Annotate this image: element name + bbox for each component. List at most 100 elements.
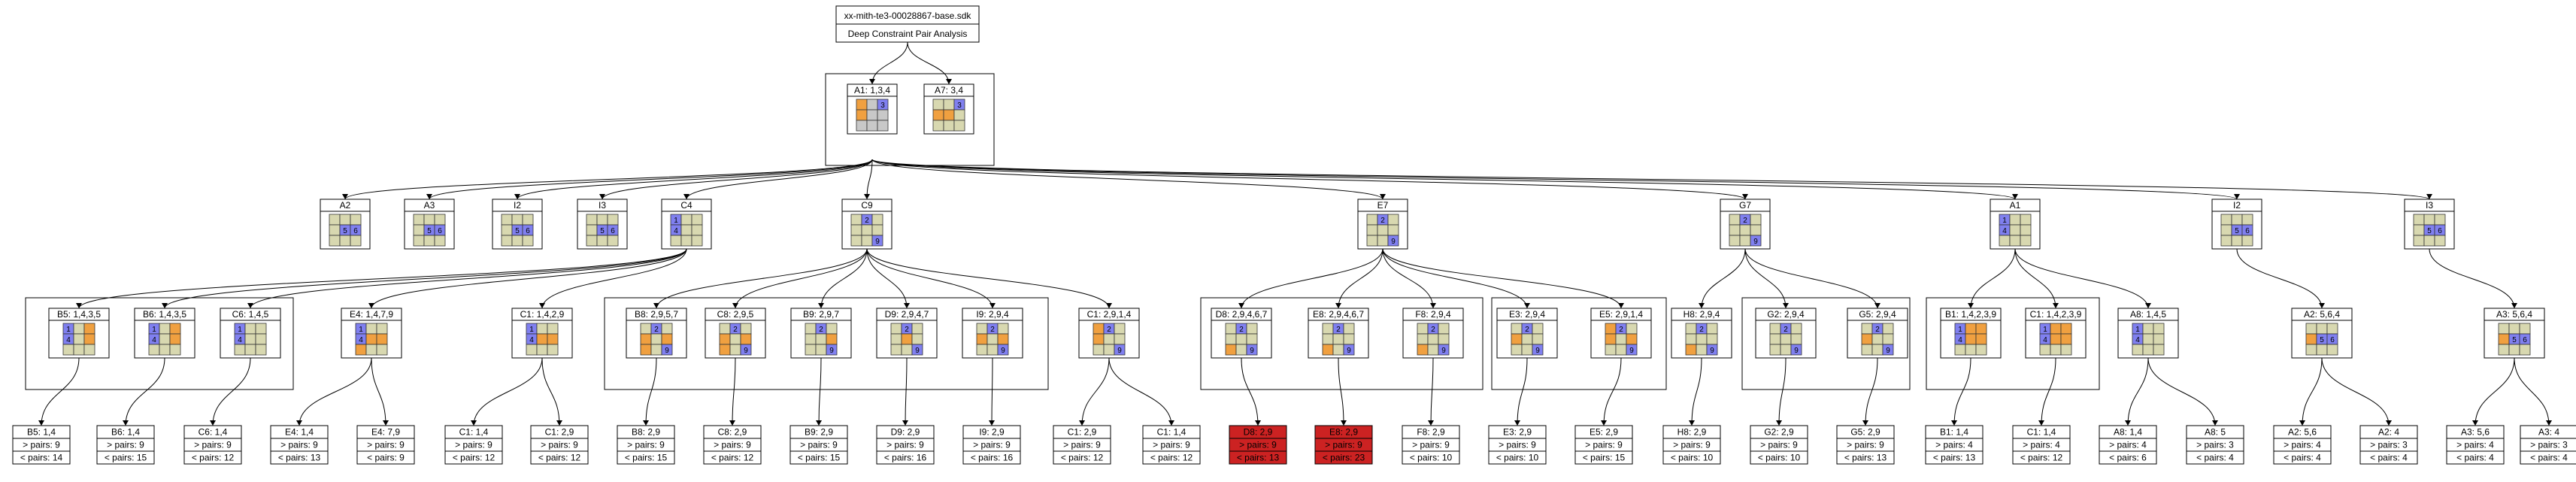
- leaf-gt-pairs: > pairs: 9: [455, 440, 492, 450]
- leaf-gt-pairs: > pairs: 9: [1499, 440, 1536, 450]
- leaf-lt-pairs: < pairs: 15: [798, 453, 841, 463]
- grid-cell: [719, 344, 731, 356]
- grid-cell: [932, 109, 944, 121]
- leaf-gt-pairs: > pairs: 9: [1063, 440, 1101, 450]
- leaf-title: E3: 2,9: [1503, 427, 1532, 438]
- leaf-lt-pairs: < pairs: 15: [105, 453, 147, 463]
- grid-cell: [1521, 344, 1533, 356]
- cell-digit: 5: [343, 227, 347, 235]
- edge-arrowhead: [2012, 194, 2018, 199]
- node-title: C9: [861, 200, 873, 211]
- grid-cell: [547, 344, 559, 356]
- grid-cell: [1366, 235, 1378, 247]
- edge-arrowhead: [904, 303, 910, 308]
- leaf-lt-pairs: < pairs: 4: [2284, 453, 2321, 463]
- edge-arrowhead: [1862, 420, 1868, 426]
- cell-digit: 2: [1875, 326, 1880, 334]
- grid-cell: [740, 333, 752, 345]
- tree-edge: [429, 159, 873, 200]
- edge-arrowhead: [1699, 303, 1705, 308]
- grid-cell: [1769, 344, 1781, 356]
- grid-cell: [2498, 323, 2510, 335]
- grid-cell: [943, 99, 955, 111]
- grid-cell: [413, 224, 425, 236]
- node-title: A2: [340, 200, 351, 211]
- grid-cell: [586, 214, 598, 226]
- cluster-box: [1200, 297, 1483, 390]
- edge-arrowhead: [2053, 303, 2059, 308]
- grid-cell: [536, 323, 548, 335]
- node-title: G7: [1739, 200, 1751, 211]
- leaf-lt-pairs: < pairs: 23: [1323, 453, 1365, 463]
- grid-cell: [1861, 344, 1873, 356]
- grid-node: C6: 1,4,514: [220, 308, 281, 359]
- grid-cell: [2020, 224, 2032, 236]
- grid-cell: [2142, 344, 2154, 356]
- tree-edge: [686, 159, 873, 200]
- tree-edge: [820, 248, 868, 309]
- leaf-lt-pairs: < pairs: 13: [1933, 453, 1976, 463]
- leaf-lt-pairs: < pairs: 13: [1844, 453, 1887, 463]
- tree-edge: [299, 357, 372, 426]
- grid-cell: [255, 333, 267, 345]
- cell-digit: 1: [1958, 326, 1962, 334]
- leaf-title: A8: 1,4: [2114, 427, 2142, 438]
- node-title: C4: [680, 200, 692, 211]
- edge-arrowhead: [1951, 420, 1957, 426]
- leaf-node: A3: 4> pairs: 3< pairs: 4: [2520, 425, 2576, 465]
- grid-cell: [1965, 323, 1977, 335]
- grid-cell: [526, 344, 538, 356]
- grid-cell: [365, 344, 377, 356]
- cell-digit: 1: [152, 326, 156, 334]
- grid-cell: [661, 344, 673, 356]
- leaf-node: C1: 1,4> pairs: 9< pairs: 12: [1142, 425, 1201, 465]
- grid-cell: [1626, 323, 1638, 335]
- leaf-node: A3: 5,6> pairs: 4< pairs: 4: [2446, 425, 2505, 465]
- grid-cell: [2326, 323, 2338, 335]
- grid-cell: [856, 120, 868, 132]
- leaf-gt-pairs: > pairs: 9: [23, 440, 60, 450]
- leaf-lt-pairs: < pairs: 12: [711, 453, 754, 463]
- grid-cell: [2316, 323, 2328, 335]
- grid-cell: [1861, 333, 1873, 345]
- cell-digit: 9: [1001, 347, 1005, 355]
- leaf-gt-pairs: > pairs: 9: [107, 440, 144, 450]
- grid-cell: [1343, 323, 1355, 335]
- leaf-lt-pairs: < pairs: 10: [1758, 453, 1801, 463]
- grid-cell: [522, 235, 534, 247]
- grid-cell: [376, 344, 388, 356]
- grid-cell: [376, 323, 388, 335]
- grid-cell: [1882, 323, 1894, 335]
- node-title: E4: 1,4,7,9: [350, 309, 393, 320]
- cell-digit: 3: [880, 102, 885, 110]
- grid-cell: [1114, 323, 1126, 335]
- edge-arrowhead: [1428, 420, 1434, 426]
- tree-edge: [645, 357, 657, 426]
- edge-arrowhead: [2038, 420, 2044, 426]
- leaf-gt-pairs: > pairs: 9: [1412, 440, 1450, 450]
- grid-cell: [2142, 323, 2154, 335]
- grid-cell: [729, 333, 741, 345]
- tree-edge: [2236, 248, 2323, 309]
- leaf-gt-pairs: > pairs: 9: [1673, 440, 1711, 450]
- edge-arrowhead: [1255, 420, 1261, 426]
- leaf-gt-pairs: > pairs: 4: [2023, 440, 2060, 450]
- leaf-node: E5: 2,9> pairs: 9< pairs: 15: [1574, 425, 1633, 465]
- cell-digit: 2: [1107, 326, 1111, 334]
- grid-cell: [596, 214, 608, 226]
- edge-arrowhead: [732, 303, 738, 308]
- tree-edge: [1382, 248, 1434, 309]
- grid-cell: [2241, 235, 2253, 247]
- grid-cell: [871, 235, 883, 247]
- grid-cell: [1696, 333, 1708, 345]
- edge-arrowhead: [2319, 303, 2325, 308]
- grid-node: E3: 2,9,429: [1496, 308, 1558, 359]
- leaf-node: I9: 2,9> pairs: 9< pairs: 16: [962, 425, 1021, 465]
- leaf-lt-pairs: < pairs: 9: [367, 453, 405, 463]
- grid-cell: [1114, 333, 1126, 345]
- leaf-node: B9: 2,9> pairs: 9< pairs: 15: [789, 425, 848, 465]
